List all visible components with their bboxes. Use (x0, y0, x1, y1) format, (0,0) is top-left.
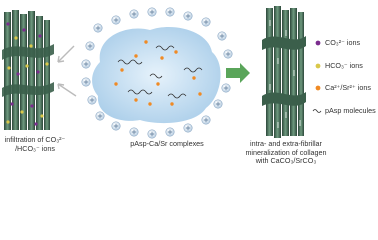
legend-markers (312, 40, 322, 113)
plus-circle-icon (111, 121, 121, 131)
infiltration-arrows (57, 45, 77, 97)
hco3-legend-dot (315, 63, 321, 69)
plus-circle-icon (201, 115, 211, 125)
left-bundle-ions (6, 22, 49, 126)
plus-circle-icon (223, 49, 233, 59)
legend-pasp: pAsp molecules (325, 106, 376, 115)
hco3-ion-dot (20, 110, 24, 114)
ca-sr-ion-dot (148, 102, 152, 106)
legend-hco3: HCO₃⁻ ions (325, 61, 363, 70)
hco3-ion-dot (40, 114, 44, 118)
hco3-ion-dot (29, 44, 33, 48)
left-collagen-bundle (2, 10, 54, 130)
plus-circle-icon (95, 111, 105, 121)
infiltration-caption-line1: infiltration of CO₃²⁻ (4, 135, 66, 144)
complex-ca-sr-ions (114, 40, 202, 106)
plus-circle-icon (165, 7, 175, 17)
plus-circle-icon (129, 9, 139, 19)
ca-sr-ion-dot (160, 56, 164, 60)
arrowhead-icon (57, 55, 65, 63)
pasp-molecules (117, 45, 203, 99)
diagram-canvas (2, 6, 322, 139)
arrow-right-icon (226, 63, 250, 83)
co3-ion-dot (36, 70, 40, 74)
plus-circle-icon (147, 129, 157, 139)
result-caption: intra- and extra-fibrillar mineralizatio… (240, 139, 332, 166)
arrow-icon (57, 45, 75, 63)
co3-ion-dot (22, 28, 26, 32)
result-caption-line2: mineralization of collagen (245, 147, 327, 157)
ca-sr-ion-dot (114, 82, 118, 86)
co3-legend-dot (315, 40, 321, 46)
infiltration-caption-line2: /HCO₃⁻ ions (15, 143, 55, 153)
co3-ion-dot (30, 104, 34, 108)
complex-blob (92, 26, 221, 124)
co3-ion-dot (38, 34, 42, 38)
co3-ion-dot (16, 72, 20, 76)
co3-ion-dot (10, 102, 14, 106)
hco3-ion-dot (6, 120, 10, 124)
hco3-ion-dot (7, 66, 11, 70)
result-caption-line1: intra- and extra-fibrillar (250, 139, 322, 148)
ca-sr-ion-dot (134, 98, 138, 102)
plus-circle-icon (111, 15, 121, 25)
plus-circle-icon (87, 95, 97, 105)
ca-sr-ion-dot (120, 68, 124, 72)
plus-circle-icon (213, 99, 223, 109)
plus-circle-icon (129, 127, 139, 137)
ca-sr-ion-dot (170, 102, 174, 106)
right-mineralized-collagen (262, 6, 306, 138)
legend-ca-sr: Ca²⁺/Sr²⁺ ions (325, 83, 371, 92)
co3-ion-dot (34, 122, 38, 126)
plus-circle-icon (221, 83, 231, 93)
plus-circle-icon (183, 11, 193, 21)
hco3-ion-dot (14, 36, 18, 40)
ca-sr-ion-dot (198, 92, 202, 96)
hco3-ion-dot (45, 62, 49, 66)
positive-ions (81, 7, 233, 139)
ca-sr-ion-dot (134, 54, 138, 58)
legend-co3: CO₃²⁻ ions (325, 38, 361, 47)
plus-circle-icon (165, 127, 175, 137)
plus-circle-icon (147, 7, 157, 17)
ca-sr-ion-dot (192, 76, 196, 80)
ca-sr-ion-dot (156, 82, 160, 86)
pasp-legend-squiggle-icon (312, 109, 322, 113)
result-caption-line3: with CaCO₃/SrCO₃ (255, 156, 317, 166)
ca-sr-ion-dot (174, 50, 178, 54)
figure: infiltration of CO₃²⁻ /HCO₃⁻ ions pAsp-C… (0, 6, 376, 166)
complexes-caption: pAsp-Ca/Sr complexes (130, 139, 204, 148)
plus-circle-icon (183, 123, 193, 133)
arrowhead-icon (57, 83, 65, 90)
plus-circle-icon (217, 31, 227, 41)
plus-circle-icon (85, 41, 95, 51)
ca-sr-legend-dot (315, 85, 321, 91)
infiltration-caption: infiltration of CO₃²⁻ /HCO₃⁻ ions (0, 135, 70, 153)
ca-sr-ion-dot (144, 40, 148, 44)
plus-circle-icon (81, 77, 91, 87)
hco3-ion-dot (25, 64, 29, 68)
arrow-icon (57, 83, 77, 97)
co3-ion-dot (6, 22, 10, 26)
process-arrow (226, 63, 250, 83)
plus-circle-icon (93, 23, 103, 33)
plus-circle-icon (81, 59, 91, 69)
plus-circle-icon (201, 17, 211, 27)
